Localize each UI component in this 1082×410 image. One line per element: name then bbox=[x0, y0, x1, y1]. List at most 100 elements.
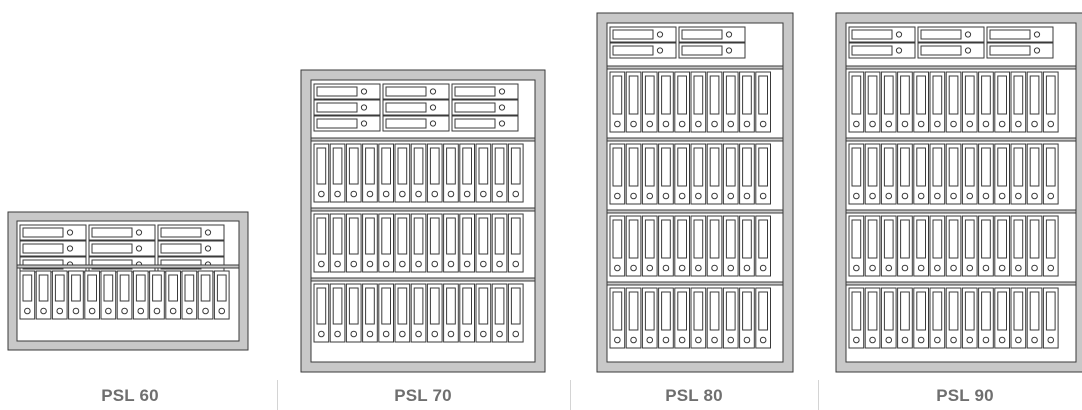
binder-ring bbox=[885, 120, 893, 128]
binder-spine-label bbox=[413, 217, 424, 255]
binder-ring bbox=[934, 264, 941, 272]
binder-spine-label bbox=[381, 217, 391, 255]
binder-ring bbox=[743, 192, 751, 200]
binder-ring bbox=[24, 307, 31, 315]
binder-ring bbox=[711, 264, 718, 272]
binder-spine-label bbox=[1045, 219, 1056, 259]
drawer-label-slot bbox=[160, 227, 202, 238]
binder-spine-label bbox=[22, 274, 33, 302]
binder-ring bbox=[678, 264, 686, 272]
binder-ring bbox=[998, 120, 1006, 128]
binder-spine-label bbox=[867, 291, 878, 331]
binder-ring bbox=[614, 120, 621, 128]
binder-spine-label bbox=[758, 291, 768, 331]
binder-spine-label bbox=[510, 287, 521, 325]
binder-ring bbox=[646, 120, 654, 128]
binder-spine-label bbox=[348, 217, 359, 255]
binder-ring bbox=[885, 264, 893, 272]
binder-ring bbox=[399, 260, 406, 268]
binder-spine-label bbox=[693, 147, 704, 187]
binder-spine-label bbox=[510, 147, 521, 185]
binder-spine-label bbox=[446, 287, 456, 325]
binder-spine-label bbox=[1029, 219, 1040, 259]
binder-spine-label bbox=[900, 75, 910, 115]
binder-ring bbox=[496, 260, 503, 268]
binder-spine-label bbox=[644, 147, 655, 187]
binder-ring bbox=[759, 336, 767, 344]
binder-spine-label bbox=[725, 147, 736, 187]
binder-spine-label bbox=[709, 291, 720, 331]
binder-spine-label bbox=[932, 219, 943, 259]
binder-ring bbox=[399, 330, 406, 338]
binder-spine-label bbox=[429, 147, 440, 185]
binder-spine-label bbox=[413, 147, 424, 185]
shelf-board bbox=[606, 281, 784, 286]
binder-spine-label bbox=[725, 219, 736, 259]
binder-ring bbox=[318, 330, 325, 338]
drawer-knob bbox=[135, 245, 143, 252]
binder-spine-label bbox=[851, 291, 862, 331]
shelf-board bbox=[606, 209, 784, 214]
binder-ring bbox=[512, 260, 520, 268]
binder-spine-label bbox=[429, 217, 440, 255]
binder-spine-label bbox=[429, 287, 440, 325]
shelf-board bbox=[310, 207, 536, 212]
binder-ring bbox=[998, 264, 1006, 272]
binder-ring bbox=[934, 336, 941, 344]
binder-ring bbox=[743, 264, 751, 272]
binder-spine-label bbox=[883, 147, 894, 187]
binder-ring bbox=[366, 190, 374, 198]
binder-ring bbox=[950, 264, 957, 272]
drawer-label-slot bbox=[385, 118, 427, 129]
binder-ring bbox=[630, 264, 637, 272]
binder-ring bbox=[56, 307, 64, 315]
binder-ring bbox=[759, 264, 767, 272]
binder-spine-label bbox=[381, 147, 391, 185]
binder-spine-label bbox=[365, 147, 375, 185]
binder-spine-label bbox=[1013, 219, 1024, 259]
binder-spine-label bbox=[462, 287, 472, 325]
drawer-label-slot bbox=[316, 102, 358, 113]
binder-spine-label bbox=[1013, 291, 1024, 331]
drawer-label-slot bbox=[91, 227, 133, 238]
binder-ring bbox=[350, 260, 358, 268]
binder-ring bbox=[646, 336, 654, 344]
drawer-label-slot bbox=[385, 102, 427, 113]
binder-spine-label bbox=[494, 147, 505, 185]
binder-spine-label bbox=[119, 274, 130, 302]
drawer-label-slot bbox=[989, 29, 1031, 40]
binder-spine-label bbox=[742, 75, 752, 115]
drawer-label-slot bbox=[316, 118, 358, 129]
binder-spine-label bbox=[725, 75, 736, 115]
drawer-knob bbox=[429, 104, 437, 111]
binder-spine-label bbox=[981, 147, 991, 187]
binder-ring bbox=[350, 190, 358, 198]
binder-ring bbox=[853, 192, 860, 200]
binder-ring bbox=[382, 190, 390, 198]
binder-spine-label bbox=[742, 147, 752, 187]
drawer-knob bbox=[656, 31, 664, 38]
drawer-knob bbox=[725, 31, 733, 38]
binder-spine-label bbox=[316, 147, 327, 185]
binder-spine-label bbox=[348, 287, 359, 325]
binder-ring bbox=[218, 307, 226, 315]
model-label-psl-90: PSL 90 bbox=[936, 386, 994, 405]
binder-spine-label bbox=[661, 291, 671, 331]
binder-ring bbox=[1031, 120, 1038, 128]
binder-spine-label bbox=[677, 75, 687, 115]
binder-ring bbox=[137, 307, 145, 315]
binder-ring bbox=[950, 192, 957, 200]
cabinet-psl-80 bbox=[596, 12, 794, 373]
binder-spine-label bbox=[709, 219, 720, 259]
binder-spine-label bbox=[510, 217, 521, 255]
binder-spine-label bbox=[628, 75, 639, 115]
binder-ring bbox=[662, 336, 670, 344]
binder-ring bbox=[480, 190, 487, 198]
binder-spine-label bbox=[494, 287, 505, 325]
binder-ring bbox=[614, 336, 621, 344]
binder-spine-label bbox=[677, 219, 687, 259]
drawer-knob bbox=[66, 245, 74, 252]
drawer-knob bbox=[498, 120, 506, 127]
binder-ring bbox=[415, 190, 422, 198]
